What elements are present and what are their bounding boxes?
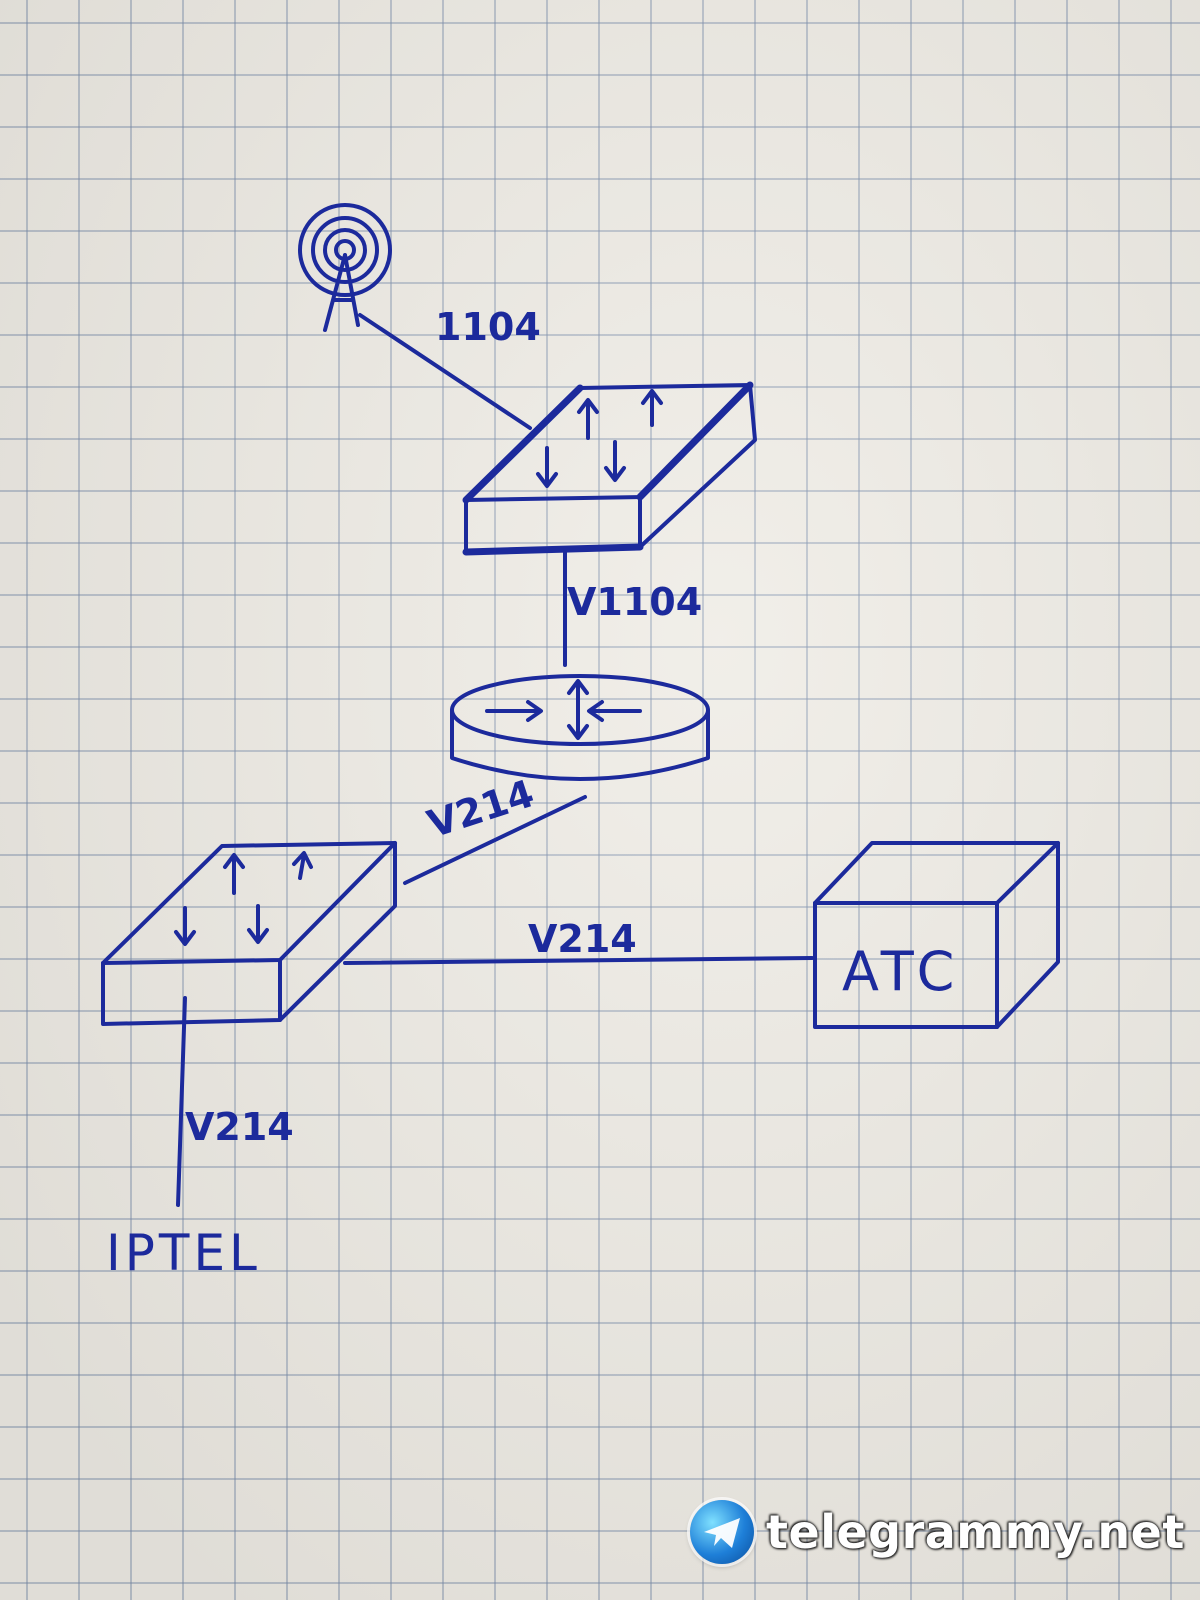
link-switch-atc [343,956,814,965]
router-icon [450,674,710,781]
label-switch-atc-link: V214 [528,917,637,961]
iptel-label: IPTEL [106,1224,261,1282]
atc-label: ATC [842,940,960,1003]
label-router-switch-link: V214 [422,771,539,846]
link-switch-iptel [176,996,187,1207]
link-antenna-switch [358,313,532,430]
antenna-icon [298,203,392,332]
label-switch-router-link: V1104 [567,580,702,624]
label-antenna-link: 1104 [435,305,541,349]
top-switch-icon [462,381,757,556]
atc-box-icon [813,841,1060,1029]
telegram-logo-icon [690,1500,754,1564]
watermark: telegrammy.net [690,1500,1185,1564]
lower-switch-icon [101,841,397,1026]
link-router-switch [403,795,587,885]
label-switch-iptel-link: V214 [185,1105,294,1149]
watermark-text: telegrammy.net [766,1505,1185,1559]
